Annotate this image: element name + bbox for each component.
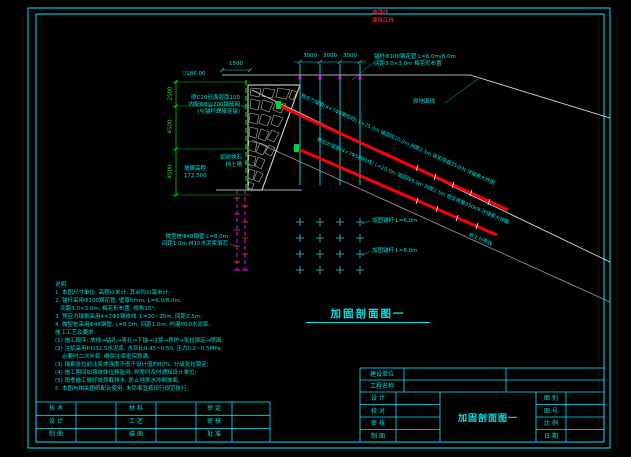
- titleblock-right-row-1: 图 别: [544, 395, 558, 402]
- left-dimension-chain: [172, 79, 250, 198]
- note-line: 3. 预应力锚索采用4×7Φ5钢绞线, L=20~25m, 间距2.5m;: [55, 314, 203, 320]
- grid-label-2: 加固锚杆 L=8.0m: [372, 248, 418, 254]
- shotcrete-note-3: (与锚杆焊接连接): [197, 109, 240, 115]
- titleblock-right-row-3: 比 例: [544, 420, 558, 427]
- notes-block: 说明: 1. 本图尺寸单位: 高程以米计, 其余均以毫米计; 2. 锚杆采用Φ100…: [55, 281, 223, 393]
- ground-lines: [216, 74, 611, 303]
- titleblock-left-row-2: 校 对: [371, 407, 385, 415]
- toe-elevation: 172.500: [184, 173, 207, 179]
- titleblock-left-row-4: 制 图: [371, 432, 385, 440]
- titleblock-drawing-title: 加固剖面图一: [457, 414, 518, 424]
- elevation-top-label: ▽186.00: [182, 71, 206, 77]
- note-line: 说明:: [55, 282, 68, 288]
- top-dim-2: 3000: [323, 53, 337, 59]
- note-line: 4. 微型桩采用Φ48钢管, L=8.0m, 间距1.0m, 内灌M10水泥浆;: [55, 322, 211, 328]
- shotcrete-note-2: 内配Φ8@200钢筋网: [188, 102, 240, 108]
- note-line: 间距3.0×3.0m, 梅花形布置, 倾角15°;: [55, 306, 156, 312]
- anchor-layout-grid: [295, 217, 365, 275]
- soil-nails: [298, 64, 362, 185]
- sig-cell-r2c2: 批 准: [207, 431, 221, 438]
- micropile-note-2: 间距1.0m M10水泥浆填芯: [161, 241, 228, 247]
- left-dim-2: 4500: [167, 119, 174, 134]
- wall-note-1: 浆砌块石: [219, 155, 242, 161]
- wall-top-dim: 1500: [229, 61, 243, 67]
- note-line: (1) 施工顺序: 放线→钻孔→清孔→下锚→注浆→养护→张拉锁定→喷面;: [55, 338, 224, 344]
- anchor-cables: [276, 101, 509, 237]
- top-dimension-chain: [294, 59, 366, 65]
- note-line: 2. 锚杆采用Φ100钢花管, 壁厚5mm, L=6.0/8.0m,: [55, 298, 182, 304]
- sig-cell-r0c0: 技 术: [49, 404, 63, 412]
- sig-cell-r1c1: 工 艺: [129, 418, 143, 425]
- sig-cell-r1c2: 审 核: [207, 418, 221, 425]
- titleblock-right-row-2: 图 号: [544, 407, 558, 415]
- titleblock-project-label: 工程名称: [369, 383, 394, 390]
- titleblock-left-row-3: 审 核: [371, 420, 385, 427]
- signature-table-lines: [35, 401, 271, 443]
- ground-line-label: 原地面线: [413, 99, 436, 105]
- titleblock-owner-label: 建设单位: [369, 371, 394, 378]
- pile-grout-ticks: [233, 197, 249, 263]
- retaining-wall: [247, 84, 301, 191]
- sig-cell-r2c1: 描 图: [129, 431, 143, 438]
- bond-length-ticks: [415, 164, 491, 230]
- red-annotation-2: 建筑红线: [372, 18, 395, 24]
- rubble-stones: [247, 87, 298, 190]
- left-dim-3: 4500: [167, 164, 174, 179]
- wall-top-dimension: [219, 67, 253, 73]
- note-line: (2) 注浆采用P.O32.5水泥浆, 水灰比0.45~0.50, 压力0.2~…: [55, 346, 223, 352]
- toe-label: 坡脚高程: [184, 166, 207, 172]
- sig-cell-r0c2: 审 定: [207, 404, 221, 412]
- titleblock-right-row-4: 日 期: [544, 432, 558, 440]
- note-line: (3) 锚索张拉前注浆体强度不低于设计值的80%, 分级张拉锁定;: [55, 362, 209, 368]
- anchor-cable-2: [297, 147, 498, 237]
- grid-label-1: 加固锚杆 L=6.0m: [372, 218, 418, 224]
- titleblock-lines: [359, 367, 605, 443]
- note-line: 5. 本图与相关图纸配合使用, 未尽事宜按现行规范执行。: [55, 386, 192, 392]
- note-line: (5) 雨季施工做好坡顶截排水, 防止地表水冲刷坡面;: [55, 378, 180, 384]
- micropiles: [233, 190, 249, 271]
- shotcrete-note-1: 喷C20砼面层厚100: [191, 95, 240, 101]
- soil-nail-note-1: 锚杆Φ100钢花管 L=6.0m/8.0m: [374, 54, 456, 60]
- note-line: 施工工艺及要求:: [55, 330, 96, 336]
- leader-lines: [229, 61, 479, 257]
- drawing-title: 加固剖面图一: [306, 306, 430, 323]
- micropile-note-1: 微型桩Φ48钢管 L=8.0m: [165, 234, 228, 240]
- note-line: (4) 施工期间加强坡体位移监测, 异常时及时通知设计单位;: [55, 370, 197, 376]
- sheet-border: [27, 7, 611, 449]
- soil-nail-note-2: 间距3.0×3.0m 梅花形布置: [374, 61, 442, 67]
- top-dim-1: 3000: [303, 53, 317, 59]
- red-annotation-1: 坡顶线: [372, 10, 389, 16]
- top-dim-3: 3000: [343, 53, 357, 59]
- anchor-cable-1: [279, 104, 509, 212]
- nail-head-markers: [298, 76, 362, 80]
- sig-cell-r2c0: 制 图: [49, 431, 63, 438]
- wall-note-2: 挡土墙: [225, 162, 242, 168]
- sig-cell-r1c0: 设 计: [49, 418, 63, 425]
- anchor-head-1: [276, 101, 281, 109]
- sig-cell-r0c1: 材 料: [129, 404, 143, 412]
- anchor-head-2: [294, 144, 299, 152]
- note-line: 1. 本图尺寸单位: 高程以米计, 其余均以毫米计;: [55, 290, 170, 296]
- titleblock-left-row-1: 设 计: [371, 395, 385, 402]
- note-line: 必要时二次补浆, 确保注浆密实饱满;: [55, 354, 150, 360]
